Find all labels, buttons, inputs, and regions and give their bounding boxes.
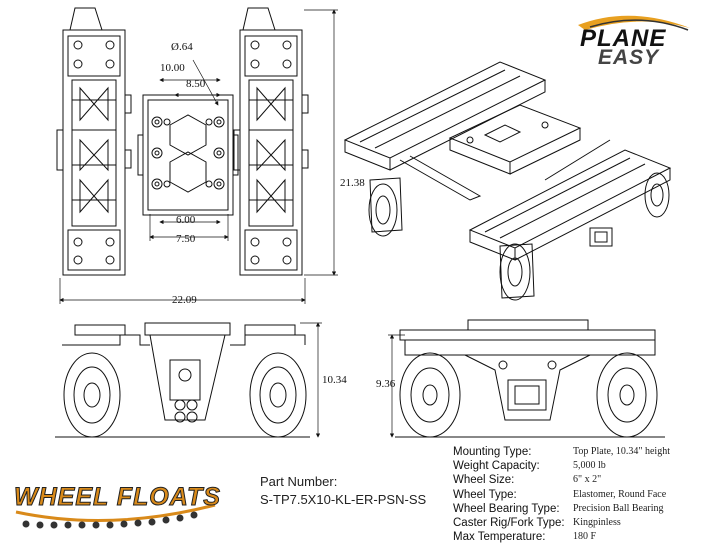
- spec-row: Weight Capacity: 5,000 lb: [453, 459, 670, 473]
- spec-row: Mounting Type: Top Plate, 10.34" height: [453, 445, 670, 459]
- spec-key: Wheel Size:: [453, 474, 515, 487]
- dim-10-00: 10.00: [160, 62, 185, 74]
- spec-row: Wheel Bearing Type: Precision Ball Beari…: [453, 502, 670, 516]
- dim-6-00: 6.00: [176, 214, 196, 226]
- spec-value: Top Plate, 10.34" height: [573, 446, 670, 457]
- top-view-center-plate: [137, 94, 239, 216]
- top-view-right-caster: [233, 7, 309, 276]
- spec-row: Caster Rig/Fork Type: Kingpinless: [453, 516, 670, 530]
- plane-easy-logo-plane: PLANE: [580, 25, 667, 52]
- dim-22-09: 22.09: [172, 294, 197, 306]
- part-number-label: Part Number:: [260, 474, 338, 489]
- dim-hole-diameter: Ø.64: [171, 41, 193, 53]
- spec-row: Max Temperature: 180 F: [453, 530, 670, 544]
- dim-8-50: 8.50: [186, 78, 206, 90]
- spec-value: 6" x 2": [573, 474, 602, 486]
- bottom-dimensions: [300, 322, 405, 438]
- isometric-view: [343, 61, 672, 301]
- top-view-dimensions: [59, 9, 338, 304]
- front-view: [55, 322, 310, 438]
- spec-value: 5,000 lb: [573, 460, 606, 472]
- spec-value: 180 F: [573, 531, 597, 543]
- spec-value: Precision Ball Bearing: [573, 502, 664, 514]
- dim-9-36: 9.36: [376, 378, 396, 390]
- part-number-value: S-TP7.5X10-KL-ER-PSN-SS: [260, 492, 427, 507]
- dim-21-38: 21.38: [340, 177, 365, 189]
- wheel-floats-logo-text: WHEEL FLOATS: [14, 483, 221, 512]
- spec-key: Caster Rig/Fork Type:: [453, 517, 565, 530]
- wheel-floats-logo-graphic: [15, 503, 216, 529]
- spec-key: Wheel Type:: [453, 488, 517, 501]
- plane-easy-logo-easy: EASY: [598, 46, 660, 69]
- dim-7-50: 7.50: [176, 233, 196, 245]
- spec-key: Weight Capacity:: [453, 460, 540, 473]
- side-view: [395, 319, 665, 438]
- spec-key: Mounting Type:: [453, 446, 532, 458]
- spec-row: Wheel Size: 6" x 2": [453, 473, 670, 487]
- spec-row: Wheel Type: Elastomer, Round Face: [453, 488, 670, 502]
- spec-table: Mounting Type: Top Plate, 10.34" height …: [453, 445, 670, 544]
- spec-key: Wheel Bearing Type:: [453, 502, 560, 515]
- plane-easy-logo-swoosh: [578, 15, 690, 31]
- spec-value: Elastomer, Round Face: [573, 488, 667, 500]
- spec-value: Kingpinless: [573, 517, 621, 529]
- dim-10-34: 10.34: [322, 374, 347, 386]
- top-view-left-caster: [56, 7, 132, 276]
- spec-key: Max Temperature:: [453, 531, 546, 544]
